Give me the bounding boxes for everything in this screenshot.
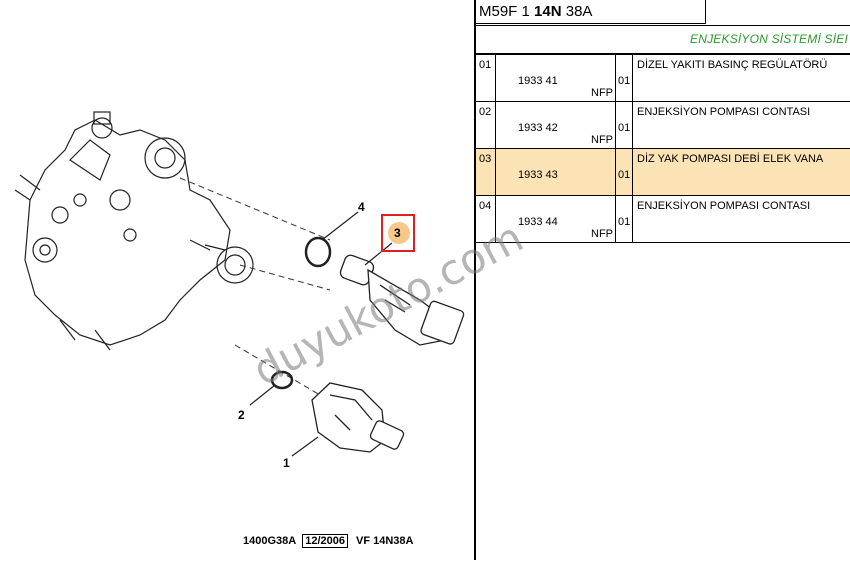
panel-divider <box>474 0 476 560</box>
callout-3-label: 3 <box>394 226 401 240</box>
parts-list-panel: M59F 1 14N 38A ENJEKSİYON SİSTEMİ SİEI 0… <box>476 0 850 560</box>
table-row[interactable]: 04 1933 44 NFP 01 ENJEKSİYON POMPASI CONT… <box>476 196 850 243</box>
qty-cell: 01 <box>616 55 633 101</box>
nfp-tag: NFP <box>591 87 613 99</box>
parts-diagram: 4 3 2 1 1400G38A 12/2006 VF 14N38A <box>14 111 465 548</box>
section-title: ENJEKSİYON SİSTEMİ SİEI <box>690 32 848 46</box>
callout-4-label[interactable]: 4 <box>358 200 365 214</box>
footer-date: 12/2006 <box>302 534 348 548</box>
index-cell: 01 <box>476 55 496 101</box>
quantity: 01 <box>618 122 631 134</box>
part-number-cell: 1933 41 NFP <box>496 55 616 101</box>
description-cell: DİZ YAK POMPASI DEBİ ELEK VANA <box>633 149 850 195</box>
table-row[interactable]: 02 1933 42 NFP 01 ENJEKSİYON POMPASI CONT… <box>476 102 850 149</box>
quantity: 01 <box>618 75 631 87</box>
qty-cell: 01 <box>616 196 633 242</box>
pump-body <box>24 119 231 346</box>
part-description: DİZ YAK POMPASI DEBİ ELEK VANA <box>637 153 824 165</box>
row-index: 03 <box>479 153 492 165</box>
callout-3-highlight-box[interactable]: 3 <box>381 214 415 252</box>
description-cell: DİZEL YAKITI BASINÇ REGÜLATÖRÜ <box>633 55 850 101</box>
table-row-selected[interactable]: 03 1933 43 01 DİZ YAK POMPASI DEBİ ELEK … <box>476 149 850 196</box>
quantity: 01 <box>618 216 631 228</box>
row-index: 02 <box>479 106 492 118</box>
part-description: ENJEKSİYON POMPASI CONTASI <box>637 106 811 118</box>
nfp-tag: NFP <box>591 134 613 146</box>
part-3-valve <box>339 254 465 346</box>
qty-cell: 01 <box>616 149 633 195</box>
part-number-cell: 1933 44 NFP <box>496 196 616 242</box>
part-description: ENJEKSİYON POMPASI CONTASI <box>637 200 811 212</box>
part-description: DİZEL YAKITI BASINÇ REGÜLATÖRÜ <box>637 59 828 71</box>
part-2-oring <box>270 370 294 390</box>
index-cell: 04 <box>476 196 496 242</box>
part-number-cell: 1933 42 NFP <box>496 102 616 148</box>
part-1-regulator <box>311 382 405 453</box>
row-index: 04 <box>479 200 492 212</box>
part-4-oring <box>304 236 332 268</box>
footer-code: 1400G38A <box>243 535 297 547</box>
quantity: 01 <box>618 169 631 181</box>
model-bold: 14N <box>534 3 562 20</box>
part-number: 1933 42 <box>518 122 558 134</box>
part-number: 1933 41 <box>518 75 558 87</box>
model-code: M59F 1 14N 38A <box>476 0 706 24</box>
description-cell: ENJEKSİYON POMPASI CONTASI <box>633 196 850 242</box>
diagram-footer: 1400G38A 12/2006 VF 14N38A <box>243 534 414 548</box>
model-suffix: 38A <box>561 3 593 20</box>
footer-vf: VF 14N38A <box>355 535 414 547</box>
part-number: 1933 44 <box>518 216 558 228</box>
nfp-tag: NFP <box>591 228 613 240</box>
qty-cell: 01 <box>616 102 633 148</box>
index-cell: 02 <box>476 102 496 148</box>
callout-1-label[interactable]: 1 <box>283 456 290 470</box>
exploded-view-drawing <box>14 111 465 457</box>
table-row[interactable]: 01 1933 41 NFP 01 DİZEL YAKITI BASINÇ REG… <box>476 55 850 102</box>
row-index: 01 <box>479 59 492 71</box>
callout-3-badge <box>388 222 410 244</box>
part-number: 1933 43 <box>518 169 558 181</box>
model-prefix: M59F 1 <box>479 3 535 20</box>
index-cell: 03 <box>476 149 496 195</box>
part-number-cell: 1933 43 <box>496 149 616 195</box>
callout-2-label[interactable]: 2 <box>238 408 245 422</box>
description-cell: ENJEKSİYON POMPASI CONTASI <box>633 102 850 148</box>
section-header: ENJEKSİYON SİSTEMİ SİEI <box>476 25 850 55</box>
